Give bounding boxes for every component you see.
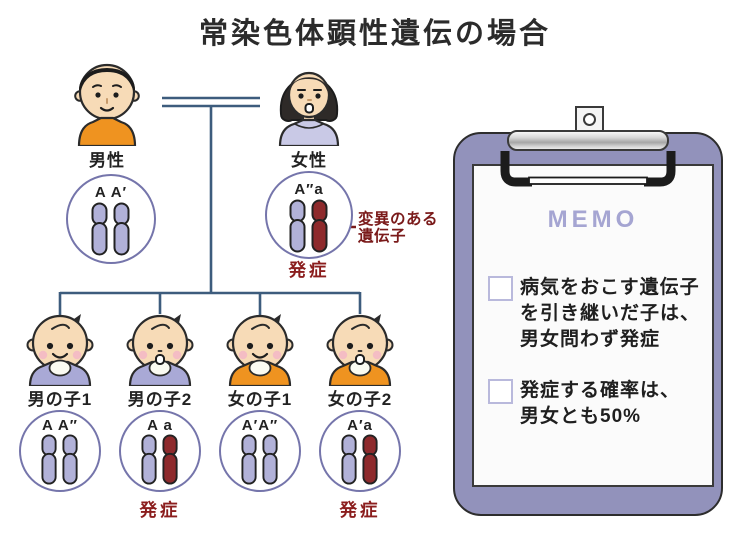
allele-labels: A A′ bbox=[94, 184, 128, 201]
child2-affected-label: 発症 bbox=[139, 500, 181, 520]
checkbox-icon bbox=[488, 379, 513, 404]
chromosome-right bbox=[362, 434, 378, 485]
chromosome-left bbox=[91, 202, 108, 256]
allele-labels: A A″ bbox=[42, 417, 78, 434]
genotype-circle-mother: A″a bbox=[265, 171, 353, 259]
chromosome-right bbox=[162, 434, 178, 485]
girl1-baby-icon bbox=[222, 312, 298, 386]
child4-affected-label: 発症 bbox=[339, 500, 381, 520]
memo-paper bbox=[472, 164, 714, 487]
allele-labels: A″a bbox=[294, 181, 324, 198]
mutation-annotation: 変異のある 遺伝子 bbox=[358, 211, 439, 245]
chromosome-right bbox=[311, 199, 328, 253]
chromosome-pair-icon bbox=[241, 434, 278, 485]
genotype-circle-father: A A′ bbox=[66, 174, 156, 264]
hanger-hole-icon bbox=[583, 113, 596, 126]
girl2-baby-icon bbox=[322, 312, 398, 386]
memo-item-text: 病気をおこす遺伝子 を引き継いだ子は、 男女問わず発症 bbox=[520, 277, 701, 350]
chromosome-left bbox=[289, 199, 306, 253]
memo-item: 発症する確率は、 男女とも50% bbox=[488, 378, 716, 430]
page-title: 常染色体顕性遺伝の場合 bbox=[198, 18, 551, 50]
checkbox-icon bbox=[488, 276, 513, 301]
boy1-baby-icon bbox=[22, 312, 98, 386]
mother-woman-icon bbox=[278, 71, 340, 146]
memo-item-text: 発症する確率は、 男女とも50% bbox=[520, 380, 681, 427]
allele-labels: A′a bbox=[347, 417, 373, 434]
mother-affected-label: 発症 bbox=[288, 260, 330, 280]
memo-heading: MEMO bbox=[547, 206, 639, 233]
father-label: 男性 bbox=[89, 151, 125, 170]
genotype-circle-child1: A A″ bbox=[19, 410, 101, 492]
allele-labels: A a bbox=[147, 417, 173, 434]
genotype-circle-child3: A′A″ bbox=[219, 410, 301, 492]
clipboard-hanger-tab bbox=[575, 106, 604, 133]
chromosome-pair-icon bbox=[41, 434, 78, 485]
child3-label: 女の子1 bbox=[227, 390, 293, 409]
chromosome-right bbox=[262, 434, 278, 485]
genotype-circle-child2: A a bbox=[119, 410, 201, 492]
boy2-baby-icon bbox=[122, 312, 198, 386]
chromosome-pair-icon bbox=[289, 199, 328, 253]
child1-label: 男の子1 bbox=[27, 390, 93, 409]
allele-labels: A′A″ bbox=[241, 417, 279, 434]
chromosome-left bbox=[41, 434, 57, 485]
chromosome-right bbox=[113, 202, 130, 256]
chromosome-pair-icon bbox=[341, 434, 378, 485]
chromosome-right bbox=[62, 434, 78, 485]
genotype-circle-child4: A′a bbox=[319, 410, 401, 492]
chromosome-left bbox=[241, 434, 257, 485]
chromosome-pair-icon bbox=[141, 434, 178, 485]
child2-label: 男の子2 bbox=[127, 390, 193, 409]
chromosome-left bbox=[141, 434, 157, 485]
child4-label: 女の子2 bbox=[327, 390, 393, 409]
memo-item: 病気をおこす遺伝子 を引き継いだ子は、 男女問わず発症 bbox=[488, 275, 716, 353]
father-man-icon bbox=[74, 63, 140, 146]
clipboard-clip-icon bbox=[500, 130, 676, 187]
chromosome-left bbox=[341, 434, 357, 485]
mother-label: 女性 bbox=[291, 151, 327, 170]
chromosome-pair-icon bbox=[91, 202, 130, 256]
